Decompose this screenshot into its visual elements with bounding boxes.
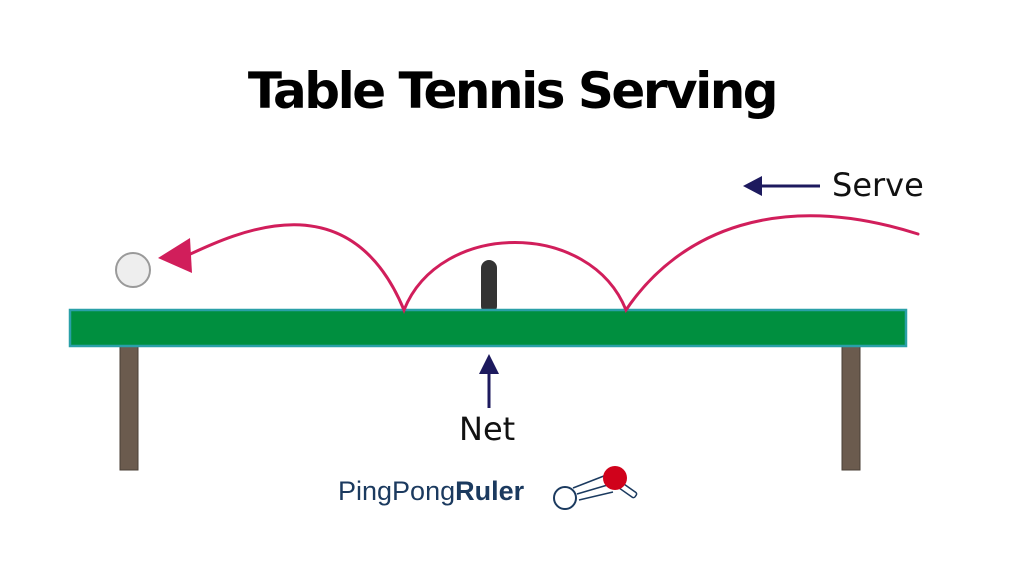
logo-wordmark: PingPongRuler xyxy=(338,478,524,505)
ball xyxy=(115,252,151,288)
net xyxy=(481,260,497,314)
net-label: Net xyxy=(459,410,516,448)
table-leg-left xyxy=(119,345,139,471)
table-top xyxy=(68,308,908,348)
logo-text-part2: Ruler xyxy=(455,476,525,506)
serve-arrow-head xyxy=(743,176,762,196)
paddle-ball-logo-icon xyxy=(553,466,638,510)
serve-label: Serve xyxy=(832,166,924,204)
trajectory-arrowhead xyxy=(158,238,192,273)
ball-trajectory xyxy=(180,214,920,314)
net-arrow-head xyxy=(479,354,499,374)
table-leg-right xyxy=(841,345,861,471)
page-title: Table Tennis Serving xyxy=(247,62,779,120)
logo-text-part1: PingPong xyxy=(338,476,456,506)
